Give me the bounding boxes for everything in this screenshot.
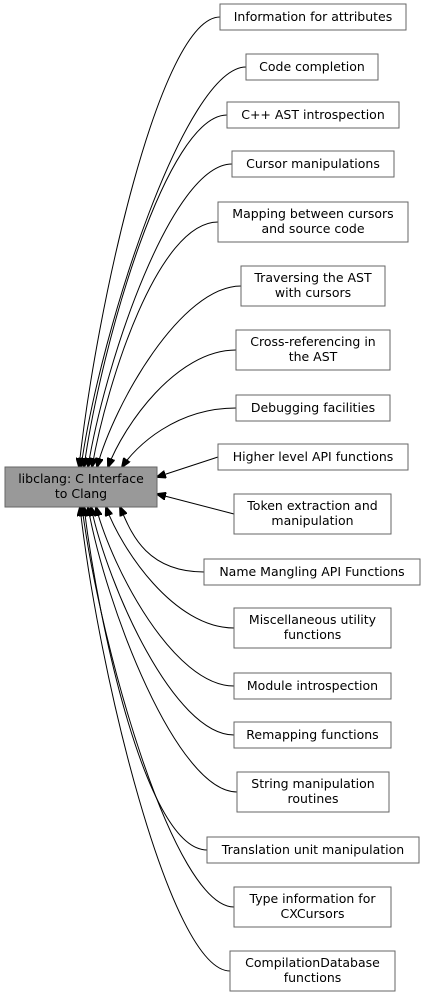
module-node-label-line2: functions	[284, 627, 342, 642]
module-node-label-line1: Miscellaneous utility	[249, 612, 377, 627]
module-node-label-line2: manipulation	[271, 513, 353, 528]
edge-higher-level-api-functions	[157, 456, 219, 477]
module-node-label-line1: Traversing the AST	[253, 270, 372, 285]
module-node-label-line1: Translation unit manipulation	[221, 842, 404, 857]
module-node-box	[233, 493, 392, 535]
module-node-box	[233, 672, 392, 700]
center-node-box	[4, 466, 158, 508]
module-node-label-line2: and source code	[261, 221, 364, 236]
module-node-box	[240, 265, 386, 307]
module-node-label-line1: Mapping between cursors	[232, 206, 393, 221]
module-node-label-line1: Module introspection	[247, 678, 378, 693]
edge-translation-unit-manipulation	[84, 507, 208, 851]
module-node-label-line1: Debugging facilities	[251, 400, 375, 415]
module-node-box	[235, 394, 391, 422]
edge-mapping-between-cursors-and-source-code	[92, 221, 219, 467]
module-node-box	[229, 950, 396, 992]
edge-remapping-functions	[91, 507, 235, 736]
module-node-box	[219, 3, 407, 31]
module-node-box	[231, 150, 395, 178]
center-node[interactable]: libclang: C Interface to Clang	[4, 466, 158, 508]
module-node-module-introspection[interactable]: Module introspection	[233, 672, 392, 700]
edge-type-information-for-cxcursors	[82, 507, 235, 908]
module-node-label-line2: with cursors	[275, 285, 351, 300]
center-node-label-line1: libclang: C Interface	[18, 471, 144, 486]
module-node-label-line1: Cursor manipulations	[246, 156, 380, 171]
module-node-name-mangling-api-functions[interactable]: Name Mangling API Functions	[203, 558, 421, 586]
module-node-label-line2: functions	[284, 970, 342, 985]
edge-miscellaneous-utility-functions	[106, 507, 235, 629]
module-node-label-line1: Token extraction and	[246, 498, 377, 513]
module-node-label-line1: String manipulation	[251, 776, 374, 791]
module-node-label-line1: Higher level API functions	[233, 449, 394, 464]
module-node-label-line2: routines	[288, 791, 339, 806]
edge-token-extraction-and-manipulation	[157, 494, 235, 515]
module-node-label-line2: the AST	[289, 349, 338, 364]
module-node-higher-level-api-functions[interactable]: Higher level API functions	[217, 443, 409, 471]
module-node-label-line1: CompilationDatabase	[245, 955, 380, 970]
module-node-cursor-manipulations[interactable]: Cursor manipulations	[231, 150, 395, 178]
module-node-code-completion[interactable]: Code completion	[245, 53, 379, 81]
edge-code-completion	[81, 66, 247, 467]
module-node-label-line1: Type information for	[249, 891, 377, 906]
module-node-debugging-facilities[interactable]: Debugging facilities	[235, 394, 391, 422]
edge-compilationdatabase-functions	[80, 507, 231, 972]
module-node-label-line1: Name Mangling API Functions	[219, 564, 404, 579]
edge-string-manipulation-routines	[88, 507, 238, 793]
module-node-label-line1: Cross-referencing in	[250, 334, 375, 349]
module-node-label-line1: C++ AST introspection	[241, 107, 385, 122]
module-node-box	[203, 558, 421, 586]
module-node-translation-unit-manipulation[interactable]: Translation unit manipulation	[206, 836, 420, 864]
module-node-label-line1: Code completion	[259, 59, 365, 74]
module-node-information-for-attributes[interactable]: Information for attributes	[219, 3, 407, 31]
edge-name-mangling-api-functions	[120, 507, 205, 573]
edge-information-for-attributes	[79, 16, 221, 467]
module-node-box	[217, 443, 409, 471]
module-node-box	[236, 771, 390, 813]
module-node-box	[233, 607, 392, 649]
module-node-box	[233, 721, 392, 749]
module-node-remapping-functions[interactable]: Remapping functions	[233, 721, 392, 749]
module-node-box	[217, 201, 409, 243]
module-node-box	[233, 886, 392, 928]
edge-c-ast-introspection	[84, 114, 228, 467]
graph-edges	[79, 16, 247, 972]
edge-module-introspection	[96, 507, 235, 687]
edge-cross-referencing-in-the-ast	[108, 349, 237, 467]
module-node-label-line1: Remapping functions	[246, 727, 378, 742]
center-node-label-line2: to Clang	[55, 486, 107, 501]
module-node-box	[226, 101, 400, 129]
edge-traversing-the-ast-with-cursors	[97, 285, 242, 467]
module-node-label-line2: CXCursors	[281, 906, 345, 921]
module-node-box	[235, 329, 391, 371]
module-node-box	[245, 53, 379, 81]
module-node-c-ast-introspection[interactable]: C++ AST introspection	[226, 101, 400, 129]
edge-cursor-manipulations	[88, 163, 233, 467]
module-node-label-line1: Information for attributes	[234, 9, 393, 24]
module-node-box	[206, 836, 420, 864]
edge-debugging-facilities	[122, 407, 237, 467]
